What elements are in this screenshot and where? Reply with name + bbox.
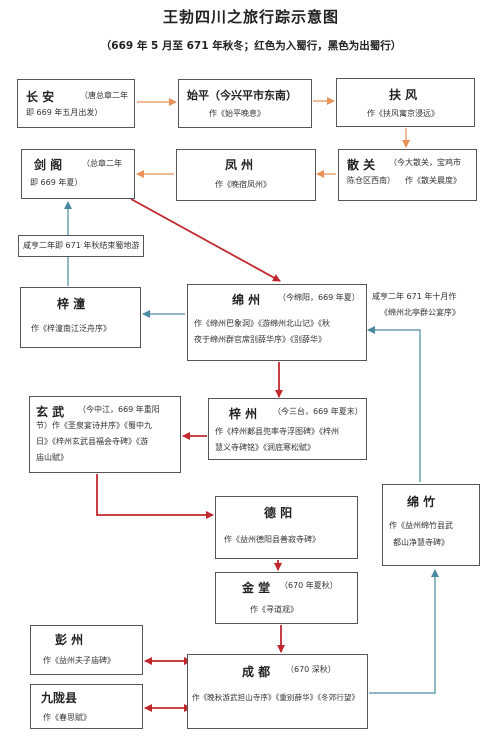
node-work: 日》《梓州玄武县福会寺碑》《游 — [36, 437, 148, 446]
node-work: 夜于绵州群官席别薛华序》《别薛华》 — [194, 335, 326, 344]
page-title: 王勃四川之旅行踪示意图 — [162, 8, 339, 26]
node-xuanwu: 玄 武 （今中江，669 年重阳 节）作《圣泉宴诗并序》《蜀中九 日》《梓州玄武… — [29, 396, 181, 473]
node-note: （总章二年 — [82, 159, 122, 168]
node-work: 作《梓州郪县兜率寺浮图碑》《梓州 — [215, 427, 339, 436]
node-name: 扶 风 — [389, 88, 418, 102]
node-note: （670 年夏秋） — [280, 581, 338, 590]
node-name: 德 阳 — [264, 506, 293, 520]
node-name: 散 关 — [347, 158, 376, 172]
node-jintang: 金 堂 （670 年夏秋） 作《寻道观》 — [215, 572, 358, 624]
node-work: 庙山赋》 — [36, 453, 68, 462]
label-line: 《绵州北亭群公宴序》 — [380, 308, 460, 317]
node-note: （唐总章二年 — [80, 91, 128, 100]
node-work: 作《梓潼南江泛舟序》 — [31, 324, 111, 333]
node-jiulong: 九陇县 作《春思赋》 — [30, 684, 143, 729]
node-fufeng: 扶 风 作《扶风寓京浸远》 — [336, 78, 475, 127]
node-mianzhu: 绵 竹 作《益州绵竹县武 都山净慧寺碑》 — [382, 484, 480, 566]
arrow-jiange-mianzhou — [130, 198, 281, 282]
node-name: 九陇县 — [41, 691, 78, 705]
node-note: 陈仓区西南） — [347, 176, 395, 185]
node-name: 始平（今兴平市东南） — [187, 89, 297, 102]
node-name: 梓 潼 — [57, 297, 86, 311]
node-note: 即 669 年夏） — [30, 178, 83, 187]
node-name: 成 都 — [242, 665, 271, 679]
arrow-chengdu-mianzhu — [369, 569, 439, 694]
node-note: （今三台，669 年夏末） — [273, 407, 363, 416]
node-jiange: 剑 阁 （总章二年 即 669 年夏） — [21, 149, 135, 199]
node-work: 作《扶风寓京浸远》 — [367, 109, 439, 118]
label-end-of-trip: 咸亨二年即 671 年秋结束蜀地游 — [18, 235, 145, 257]
node-work: 作《晚秋游武担山寺序》《重别薛华》《冬郊行望》 — [192, 693, 360, 702]
node-mianzhou: 绵 州 （今绵阳，669 年夏） 作《绵州巴象洞》《游绵州北山记》《秋 夜于绵州… — [187, 284, 367, 361]
node-work: 作《益州德阳县善寂寺碑》 — [224, 535, 320, 544]
node-note: （今大散关，宝鸡市 — [389, 158, 461, 167]
node-work: 慧义寺碑铭》《涧底寒松赋》 — [215, 443, 315, 452]
node-changan: 长 安 （唐总章二年 即 669 年五月出发） — [17, 79, 135, 128]
node-name: 绵 竹 — [407, 495, 436, 509]
node-work: 都山净慧寺碑》 — [393, 538, 449, 547]
page-subtitle: （669 年 5 月至 671 年秋冬；红色为入蜀行，黑色为出蜀行） — [100, 40, 402, 52]
label-line: 咸亨二年 671 年十月作 — [372, 292, 457, 301]
node-shiping: 始平（今兴平市东南） 作《始平晚息》 — [178, 79, 312, 128]
node-zizhou: 梓 州 （今三台，669 年夏末） 作《梓州郪县兜率寺浮图碑》《梓州 慧义寺碑铭… — [208, 398, 367, 460]
node-name: 彭 州 — [55, 633, 84, 647]
node-note: （今中江，669 年重阳 — [78, 405, 160, 414]
node-sanguan: 散 关 （今大散关，宝鸡市 陈仓区西南） 作《散关晨度》 — [338, 149, 477, 201]
node-name: 金 堂 — [242, 581, 271, 595]
node-chengdu: 成 都 （670 深秋） 作《晚秋游武担山寺序》《重别薛华》《冬郊行望》 — [187, 654, 368, 729]
node-deyang: 德 阳 作《益州德阳县善寂寺碑》 — [215, 496, 358, 559]
node-work: 作《益州绵竹县武 — [389, 521, 453, 530]
node-work: 节）作《圣泉宴诗并序》《蜀中九 — [36, 421, 152, 430]
node-work: 作《绵州巴象洞》《游绵州北山记》《秋 — [194, 319, 330, 328]
node-work: 作《寻道观》 — [250, 605, 298, 614]
node-name: 剑 阁 — [34, 158, 63, 172]
label-mianzhou-feast: 咸亨二年 671 年十月作 《绵州北亭群公宴序》 — [370, 286, 484, 324]
node-work: 作《晚宿凤州》 — [215, 180, 271, 189]
node-pengzhou: 彭 州 作《益州夫子庙碑》 — [30, 625, 143, 675]
node-zitong: 梓 潼 作《梓潼南江泛舟序》 — [20, 287, 141, 348]
node-name: 长 安 — [26, 90, 55, 104]
arrow-xuanwu-deyang — [96, 474, 214, 519]
node-work: 作《始平晚息》 — [209, 109, 265, 118]
node-name: 绵 州 — [232, 293, 261, 307]
node-work: 作《散关晨度》 — [405, 176, 461, 185]
node-name: 凤 州 — [225, 158, 254, 172]
node-work: 作《春思赋》 — [43, 713, 91, 722]
node-name: 玄 武 — [36, 405, 65, 419]
node-note: 即 669 年五月出发） — [26, 108, 103, 117]
node-note: （今绵阳，669 年夏） — [278, 293, 360, 302]
node-note: （670 深秋） — [286, 665, 336, 674]
arrow-mianzhu-mianzhou — [367, 326, 421, 482]
node-fengzhou: 凤 州 作《晚宿凤州》 — [176, 149, 316, 201]
node-name: 梓 州 — [229, 407, 258, 421]
node-work: 作《益州夫子庙碑》 — [43, 656, 115, 665]
